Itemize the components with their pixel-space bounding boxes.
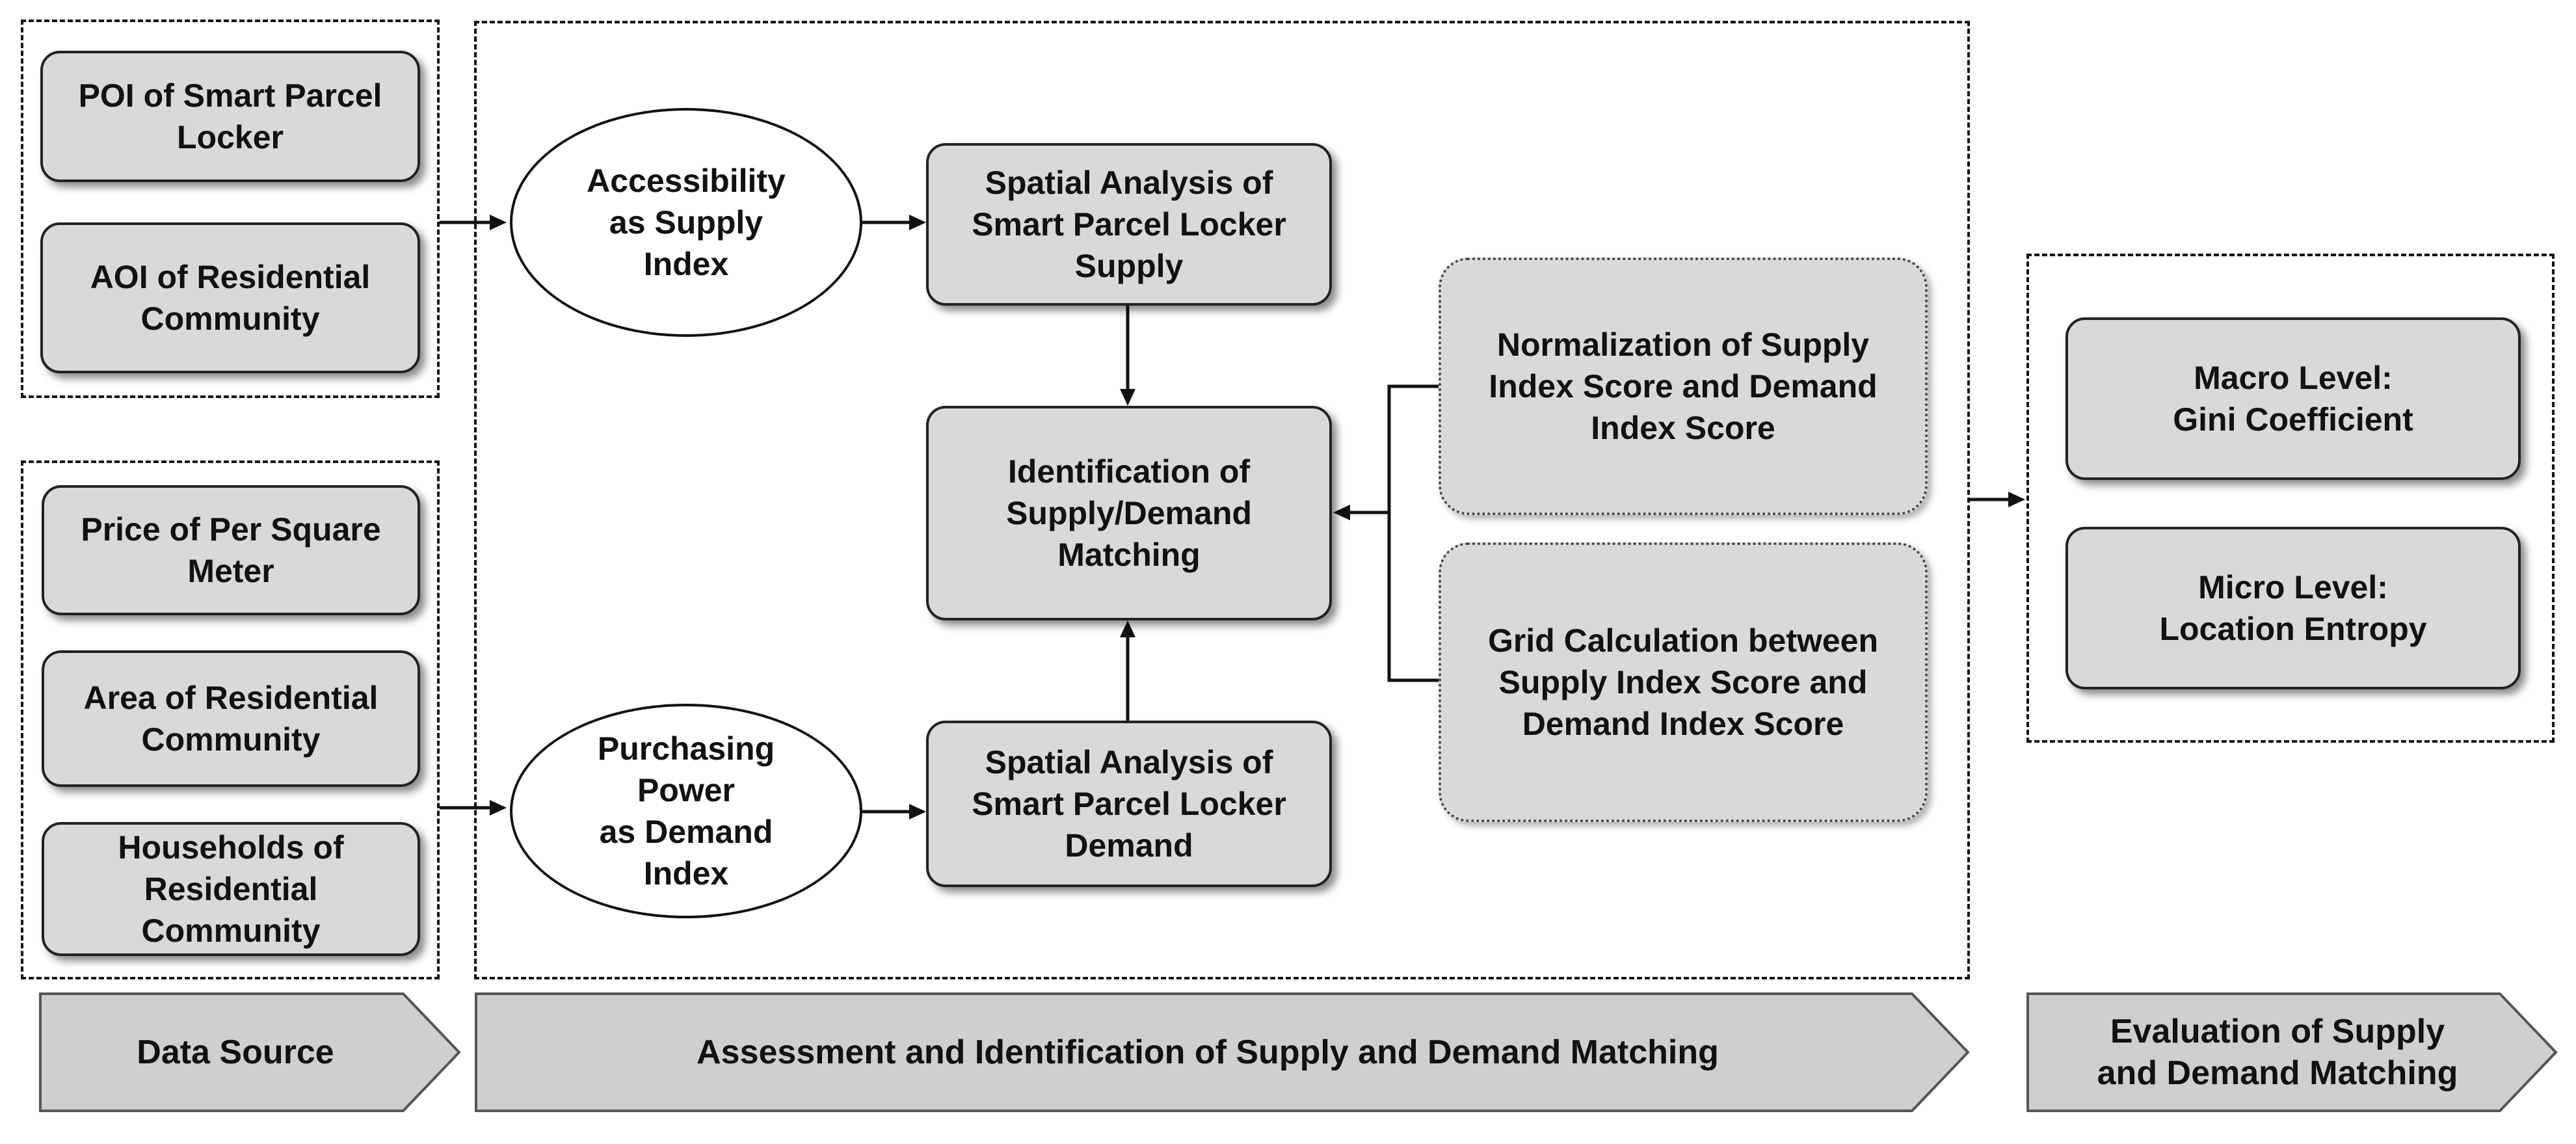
normalization-label: Normalization of Supply Index Score and … [1489,326,1878,446]
data-source-group-2-frame [21,460,440,979]
demand-analysis-label: Spatial Analysis of Smart Parcel Locker … [972,744,1286,864]
stage-label-data-source: Data Source [40,994,431,1111]
price-per-square-meter-box: Price of Per Square Meter [42,485,420,615]
poi-smart-parcel-locker-box: POI of Smart Parcel Locker [40,51,420,182]
identification-label: Identification of Supply/Demand Matching [1006,453,1252,573]
stage-label-data-source-text: Data Source [137,1033,334,1071]
households-residential-community-box: Households of Residential Community [42,822,420,956]
demand-index-label: Purchasing Power as Demand Index [597,730,775,892]
price-per-square-meter-label: Price of Per Square Meter [81,511,381,589]
area-residential-community-box: Area of Residential Community [42,650,420,787]
demand-analysis-box: Spatial Analysis of Smart Parcel Locker … [926,721,1332,887]
supply-index-ellipse: Accessibility as Supply Index [510,108,862,337]
supply-analysis-box: Spatial Analysis of Smart Parcel Locker … [926,143,1332,306]
demand-index-ellipse: Purchasing Power as Demand Index [510,704,862,918]
aoi-residential-community-box: AOI of Residential Community [40,222,420,373]
grid-calculation-box: Grid Calculation between Supply Index Sc… [1439,542,1928,822]
supply-analysis-label: Spatial Analysis of Smart Parcel Locker … [972,165,1286,284]
evaluation-frame [2026,254,2555,743]
area-residential-community-label: Area of Residential Community [83,680,378,758]
data-source-group-1-frame [21,20,440,398]
identification-box: Identification of Supply/Demand Matching [926,406,1332,620]
macro-level-label: Macro Level: Gini Coefficient [2173,360,2413,438]
stage-label-evaluation-text: Evaluation of Supply and Demand Matching [2097,1013,2458,1092]
households-residential-community-label: Households of Residential Community [118,829,344,949]
stage-label-assessment: Assessment and Identification of Supply … [476,994,1939,1111]
poi-smart-parcel-locker-label: POI of Smart Parcel Locker [78,77,382,155]
aoi-residential-community-label: AOI of Residential Community [90,259,371,337]
grid-calculation-label: Grid Calculation between Supply Index Sc… [1487,622,1879,742]
supply-index-label: Accessibility as Supply Index [587,163,786,282]
macro-level-box: Macro Level: Gini Coefficient [2065,317,2521,480]
micro-level-label: Micro Level: Location Entropy [2159,569,2427,647]
micro-level-box: Micro Level: Location Entropy [2065,527,2521,689]
stage-label-evaluation: Evaluation of Supply and Demand Matching [2028,994,2527,1111]
normalization-box: Normalization of Supply Index Score and … [1439,258,1928,515]
assessment-frame [474,21,1970,979]
stage-label-assessment-text: Assessment and Identification of Supply … [697,1033,1719,1071]
